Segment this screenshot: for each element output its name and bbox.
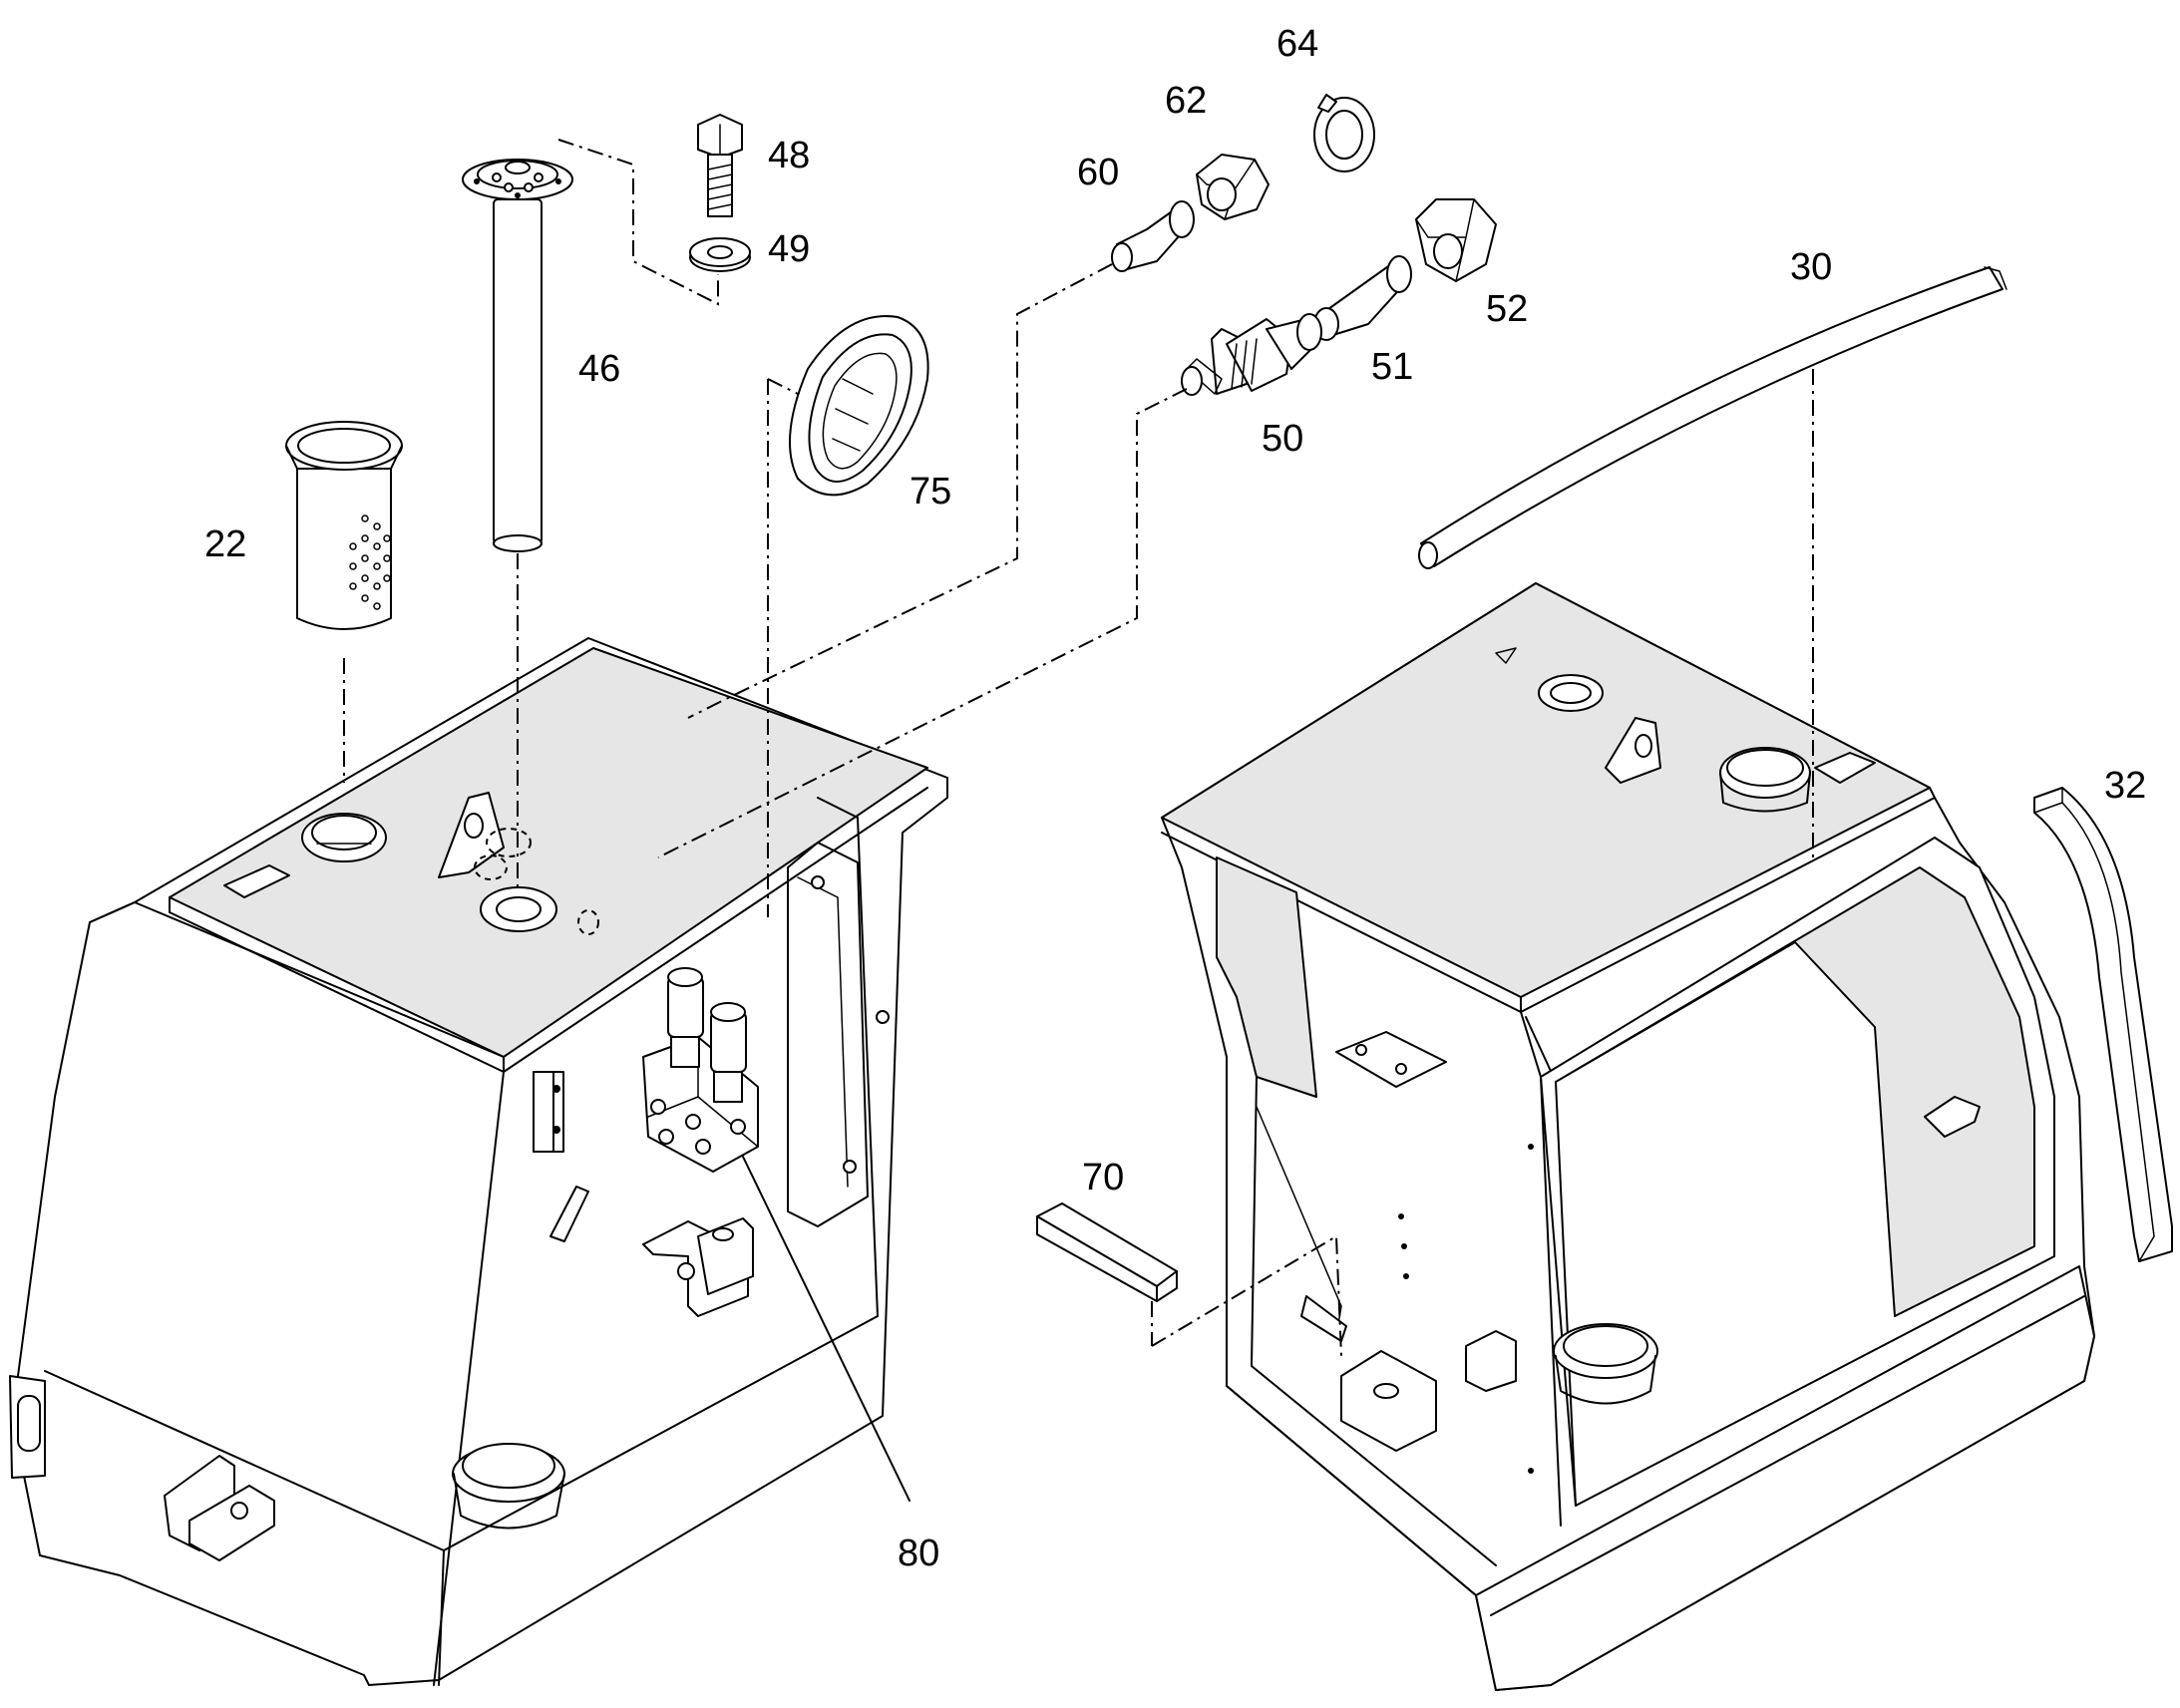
callout-labels: 22 30 32 46 48 49 50 51 52 60 62 64 70 7… xyxy=(204,23,2146,1574)
callout-64: 64 xyxy=(1276,23,1318,65)
left-tank xyxy=(9,637,948,1686)
part-50-adapter xyxy=(1181,313,1322,396)
part-70-bar xyxy=(1036,1202,1178,1302)
callout-46: 46 xyxy=(578,348,620,390)
callout-62: 62 xyxy=(1165,80,1207,122)
part-75-gasket xyxy=(789,315,929,497)
part-51-nipple xyxy=(1313,255,1412,341)
callout-50: 50 xyxy=(1262,418,1303,460)
part-48-bolt xyxy=(697,114,743,217)
part-32-strip xyxy=(2033,787,2173,1262)
part-30-hose xyxy=(1418,266,2007,569)
callout-30: 30 xyxy=(1790,246,1832,288)
callout-22: 22 xyxy=(204,523,246,565)
callout-70: 70 xyxy=(1082,1157,1124,1198)
part-49-washer xyxy=(689,237,751,272)
callout-60: 60 xyxy=(1077,152,1119,193)
callout-75: 75 xyxy=(909,471,951,512)
callout-80: 80 xyxy=(898,1533,939,1574)
leader-lines xyxy=(343,139,1814,1502)
part-60-nipple xyxy=(1111,200,1195,272)
right-tank xyxy=(1161,582,2095,1691)
part-46-level-sensor xyxy=(462,159,573,552)
callout-49: 49 xyxy=(768,228,810,270)
valve-block-80 xyxy=(642,967,759,1173)
part-62-nut xyxy=(1196,154,1270,220)
callout-48: 48 xyxy=(768,135,810,176)
part-22-strainer xyxy=(285,421,403,630)
part-52-nut xyxy=(1415,198,1497,282)
part-64-snap-ring xyxy=(1313,94,1375,172)
callout-51: 51 xyxy=(1371,346,1413,388)
callout-52: 52 xyxy=(1486,288,1528,330)
callout-32: 32 xyxy=(2104,765,2146,807)
